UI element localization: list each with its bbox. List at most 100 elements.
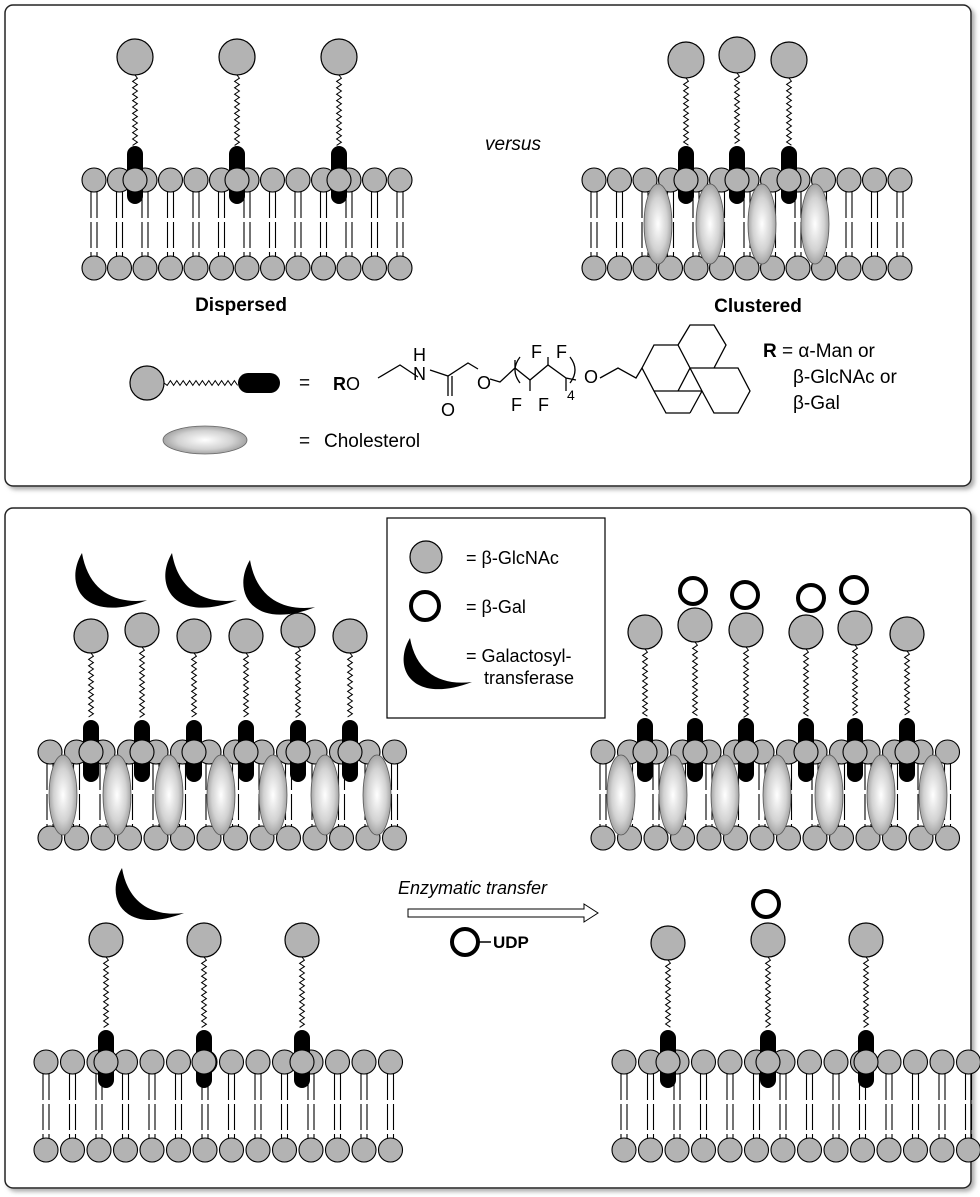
lipid-headgroup-lower bbox=[59, 1137, 86, 1163]
sugar-headgroup bbox=[228, 618, 264, 654]
bottom-panel-frame bbox=[4, 507, 972, 1189]
lipid-headgroup-lower bbox=[33, 1137, 59, 1163]
lipid-headgroup-lower bbox=[298, 1137, 324, 1163]
lipid-headgroup-lower bbox=[717, 1137, 743, 1163]
lipid-headgroup-lower bbox=[234, 255, 260, 281]
lipid-headgroup-lower bbox=[336, 255, 362, 281]
linker-wiggle bbox=[200, 956, 208, 1028]
clustered-label: Clustered bbox=[714, 296, 802, 317]
lipid-headgroup-lower bbox=[836, 255, 862, 281]
linker-wiggle bbox=[102, 956, 110, 1028]
lipid-headgroup-lower bbox=[696, 825, 722, 851]
lipid-headgroup-upper bbox=[59, 1049, 86, 1075]
lipid-headgroup-upper bbox=[724, 167, 750, 193]
lipid-headgroup-upper bbox=[793, 739, 819, 765]
lipid-headgroup-upper bbox=[733, 739, 759, 765]
linker-wiggle bbox=[802, 648, 810, 717]
lipid-headgroup-upper bbox=[836, 167, 862, 193]
lipid-headgroup-upper bbox=[655, 1049, 681, 1075]
glycolipid-legend-symbol bbox=[129, 365, 280, 401]
lipid-headgroup-upper bbox=[381, 739, 408, 765]
lipid-headgroup-upper bbox=[81, 167, 107, 193]
linker-wiggle bbox=[131, 74, 139, 146]
sugar-headgroup bbox=[73, 618, 109, 654]
lipid-headgroup-lower bbox=[165, 1137, 192, 1163]
lipid-headgroup-upper bbox=[285, 167, 311, 193]
lipid-headgroup-upper bbox=[861, 167, 888, 193]
lipid-headgroup-lower bbox=[657, 255, 684, 281]
lipid-headgroup-lower bbox=[208, 255, 235, 281]
cholesterol bbox=[918, 754, 948, 836]
legend-galactosyltransferase-icon bbox=[403, 638, 472, 690]
galactose-ring bbox=[796, 583, 826, 613]
cholesterol bbox=[710, 754, 740, 836]
linker-wiggle bbox=[733, 72, 741, 144]
lipid-headgroup-lower bbox=[902, 1137, 929, 1163]
cholesterol bbox=[48, 754, 78, 836]
lipid-headgroup-lower bbox=[63, 825, 90, 851]
galactosyltransferase bbox=[115, 868, 184, 921]
lipid-headgroup-lower bbox=[90, 825, 116, 851]
lipid-headgroup-lower bbox=[139, 1137, 165, 1163]
lipid-headgroup-upper bbox=[259, 167, 286, 193]
cholesterol bbox=[362, 754, 392, 836]
legend-galt-label-1: = Galactosyl- bbox=[466, 646, 572, 666]
lipid-headgroup-lower bbox=[690, 1137, 717, 1163]
lipid-headgroup-upper bbox=[590, 739, 616, 765]
lipid-headgroup-lower bbox=[361, 255, 388, 281]
lipid-headgroup-upper bbox=[894, 739, 920, 765]
linker-wiggle bbox=[87, 652, 95, 718]
lipid-headgroup-upper bbox=[183, 167, 209, 193]
bond-chain-4 bbox=[599, 367, 643, 379]
cholesterol-legend-symbol bbox=[162, 425, 248, 455]
lipid-headgroup-lower bbox=[381, 825, 408, 851]
sugar-headgroup bbox=[320, 38, 358, 76]
carbonyl-double-bond bbox=[447, 376, 453, 396]
r-definition-line-2: β-GlcNAc or bbox=[793, 367, 897, 388]
sugar-headgroup bbox=[627, 614, 663, 650]
lipid-headgroup-upper bbox=[606, 167, 633, 193]
struct-R: R bbox=[333, 374, 346, 394]
lipid-headgroup-lower bbox=[743, 1137, 770, 1163]
sugar-headgroup bbox=[218, 38, 256, 76]
lipid-headgroup-lower bbox=[643, 825, 669, 851]
lipid-headgroup-lower bbox=[285, 255, 311, 281]
lipid-headgroup-upper bbox=[93, 1049, 119, 1075]
galactose-ring bbox=[751, 889, 781, 919]
lipid-headgroup-lower bbox=[785, 255, 811, 281]
galactosyltransferase bbox=[75, 553, 148, 608]
lipid-headgroup-upper bbox=[387, 167, 413, 193]
sugar-headgroup bbox=[718, 36, 756, 74]
pyrene-rings bbox=[641, 324, 751, 414]
cholesterol bbox=[695, 183, 725, 265]
bond-chain-2 bbox=[429, 362, 479, 377]
repeat-bracket bbox=[514, 356, 576, 384]
linker-wiggle bbox=[138, 646, 146, 718]
linker-wiggle bbox=[742, 646, 750, 718]
lipid-headgroup-lower bbox=[823, 1137, 849, 1163]
linker-wiggle bbox=[903, 650, 911, 716]
legend-gal-label: = β-Gal bbox=[466, 597, 526, 617]
lipid-headgroup-upper bbox=[690, 1049, 717, 1075]
lipid-headgroup-lower bbox=[881, 825, 908, 851]
lipid-headgroup-lower bbox=[632, 255, 658, 281]
struct-F2: F bbox=[556, 342, 567, 362]
lipid-headgroup-upper bbox=[377, 1049, 404, 1075]
lipid-headgroup-upper bbox=[326, 167, 352, 193]
lipid-headgroup-upper bbox=[129, 739, 155, 765]
lipid-headgroup-lower bbox=[708, 255, 735, 281]
legend-glcnac-label: = β-GlcNAc bbox=[466, 548, 559, 568]
sugar-headgroup bbox=[667, 41, 705, 79]
lipid-headgroup-upper bbox=[37, 739, 63, 765]
lipid-headgroup-lower bbox=[310, 255, 337, 281]
linker-wiggle bbox=[335, 74, 343, 146]
sugar-headgroup bbox=[750, 922, 786, 958]
lipid-headgroup-upper bbox=[755, 1049, 781, 1075]
legend-equals-1: = bbox=[299, 373, 310, 394]
chemical-structure bbox=[377, 324, 751, 414]
lipid-headgroup-lower bbox=[934, 825, 961, 851]
sugar-headgroup bbox=[770, 41, 808, 79]
lipid-headgroup-upper bbox=[632, 167, 658, 193]
lipid-headgroup-lower bbox=[770, 1137, 796, 1163]
cholesterol bbox=[643, 183, 673, 265]
